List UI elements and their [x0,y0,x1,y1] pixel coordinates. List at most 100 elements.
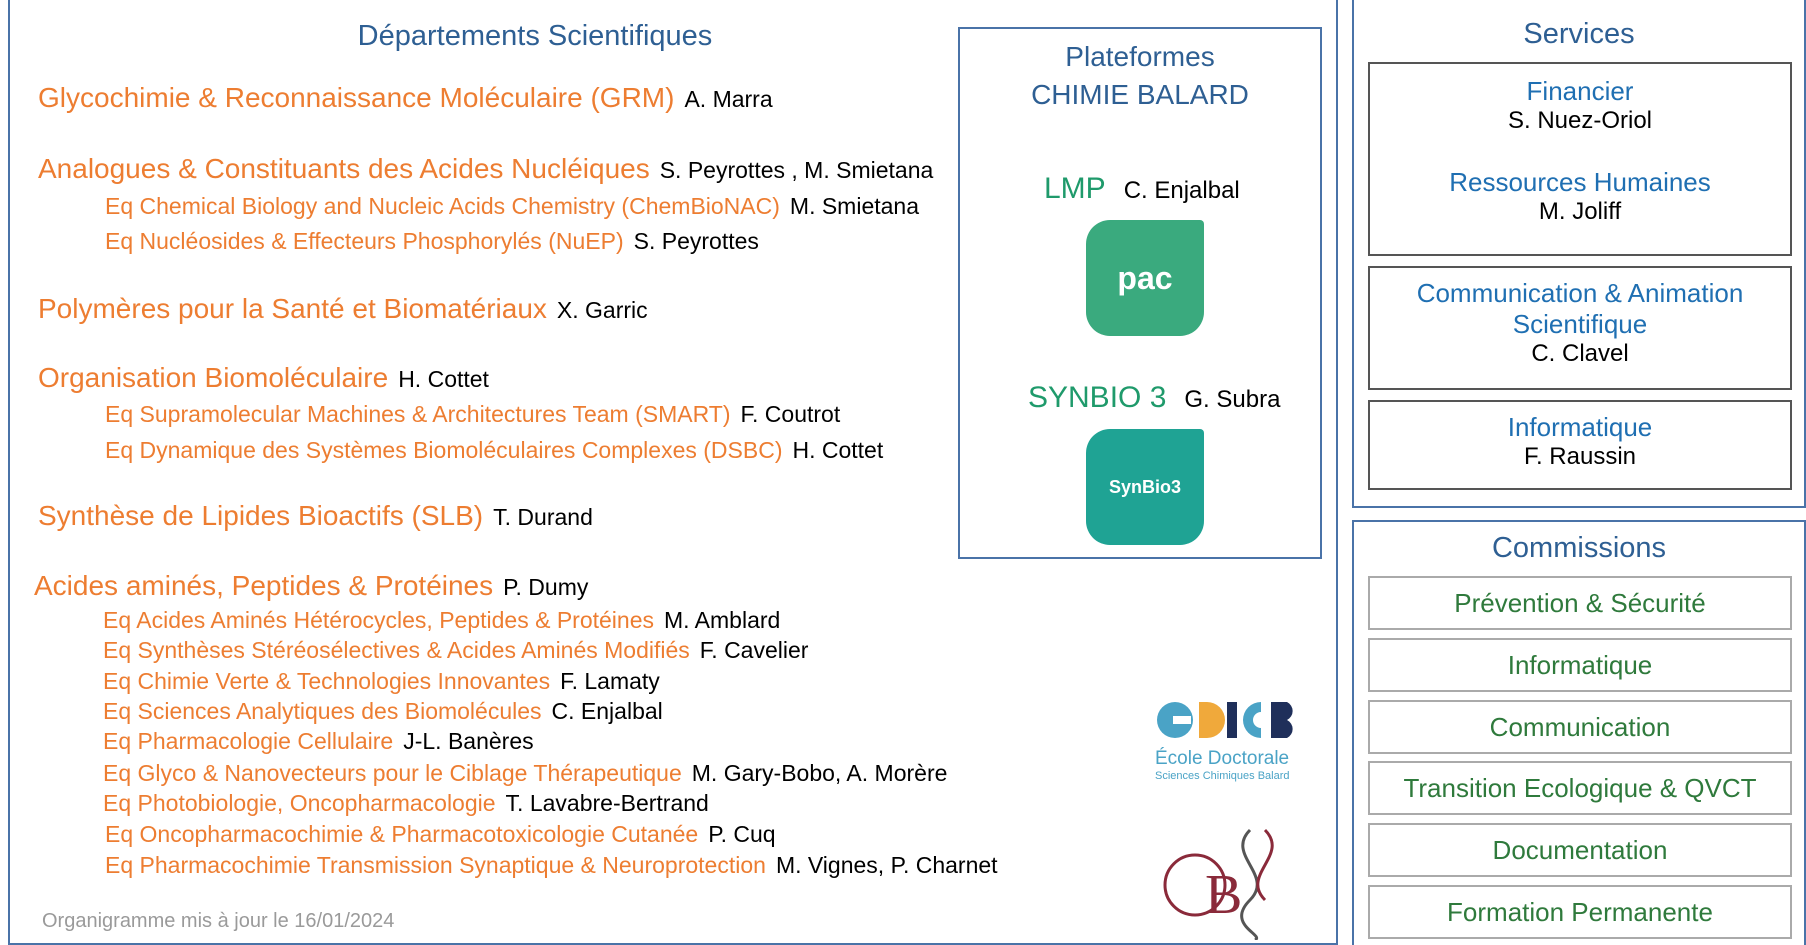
department-acides-nucleiques: Analogues & Constituants des Acides Nucl… [38,153,933,185]
department-head: P. Dumy [503,574,589,600]
team-syntheses-stereoselectives: Eq Synthèses Stéréosélectives & Acides A… [103,637,808,664]
team-pharmacochimie-synaptique: Eq Pharmacochimie Transmission Synaptiqu… [105,852,998,879]
ed-logo-shapes [1157,702,1293,738]
department-head: S. Peyrottes , M. Smietana [659,157,934,183]
team-name: Eq Supramolecular Machines & Architectur… [105,401,731,427]
commissions-title: Commissions [1491,532,1667,564]
team-head: M. Vignes, P. Charnet [775,852,998,878]
services-panel: Services Financier S. Nuez-Oriol Ressour… [1352,0,1806,508]
service-name: Ressources Humaines [1449,167,1711,197]
synbio3-logo-text: SynBio3 [1108,476,1182,497]
team-name: Eq Photobiologie, Oncopharmacologie [103,790,496,816]
team-nuep: Eq Nucléosides & Effecteurs Phosphorylés… [105,228,759,255]
team-name: Eq Chemical Biology and Nucleic Acids Ch… [105,193,780,219]
platform-name: LMP [1044,172,1106,205]
commissions-panel: Commissions Prévention & Sécurité Inform… [1352,520,1806,945]
department-name: Analogues & Constituants des Acides Nucl… [38,153,650,184]
department-name: Polymères pour la Santé et Biomatériaux [38,293,547,324]
team-head: P. Cuq [708,821,776,847]
team-head: F. Coutrot [740,401,841,427]
service-informatique: Informatique F. Raussin [1368,400,1792,490]
update-date-note: Organigramme mis à jour le 16/01/2024 [42,910,395,932]
pac-logo: pac [1086,220,1204,336]
department-slb: Synthèse de Lipides Bioactifs (SLB) T. Du… [38,500,593,532]
department-name: Acides aminés, Peptides & Protéines [34,570,494,601]
platforms-title: Plateformes [1065,41,1215,72]
department-polymeres: Polymères pour la Santé et Biomatériaux X… [38,293,648,325]
service-name-line2: Scientifique [1512,309,1648,339]
commission-formation-permanente: Formation Permanente [1368,885,1792,939]
service-head: M. Joliff [1538,198,1622,225]
team-head: M. Smietana [789,193,920,219]
team-name: Eq Glyco & Nanovecteurs pour le Ciblage … [103,760,682,786]
team-name: Eq Sciences Analytiques des Biomolécules [103,698,542,724]
department-head: H. Cottet [398,366,489,392]
team-name: Eq Chimie Verte & Technologies Innovante… [103,668,551,694]
team-sciences-analytiques: Eq Sciences Analytiques des Biomolécules… [103,698,663,725]
department-head: A. Marra [684,86,773,112]
ibmm-logo: B [1155,825,1285,942]
platforms-subtitle: CHIMIE BALARD [1031,79,1249,110]
team-head: M. Gary-Bobo, A. Morère [691,760,948,786]
synbio3-logo: SynBio3 [1086,429,1204,545]
pac-logo-text: pac [1117,259,1173,296]
team-dsbc: Eq Dynamique des Systèmes Biomoléculaire… [105,437,883,464]
team-head: T. Lavabre-Bertrand [505,790,709,816]
team-name: Eq Pharmacologie Cellulaire [103,728,394,754]
team-smart: Eq Supramolecular Machines & Architectur… [105,401,840,428]
service-head: S. Nuez-Oriol [1507,107,1653,134]
platforms-panel: Plateformes CHIMIE BALARD LMP C. Enjalbal… [958,27,1322,559]
commission-prevention-securite: Prévention & Sécurité [1368,576,1792,630]
team-head: J-L. Banères [403,728,534,754]
departments-heading: Départements Scientifiques [357,20,713,52]
team-name: Eq Pharmacochimie Transmission Synaptiqu… [105,852,766,878]
service-name: Communication & Animation [1416,278,1744,308]
team-chembionac: Eq Chemical Biology and Nucleic Acids Ch… [105,193,919,220]
service-head: C. Clavel [1531,340,1629,367]
team-head: H. Cottet [792,437,884,463]
team-head: M. Amblard [664,607,781,633]
team-name: Eq Acides Aminés Hétérocycles, Peptides … [103,607,655,633]
department-acides-amines: Acides aminés, Peptides & Protéines P. Du… [34,570,588,602]
department-name: Organisation Biomoléculaire [38,362,389,393]
services-title: Services [1523,18,1635,50]
team-name: Eq Dynamique des Systèmes Biomoléculaire… [105,437,783,463]
departments-panel: Départements Scientifiques Glycochimie &… [8,0,1338,945]
team-chimie-verte: Eq Chimie Verte & Technologies Innovante… [103,668,660,695]
department-name: Glycochimie & Reconnaissance Moléculaire… [38,82,675,113]
team-head: F. Lamaty [560,668,660,694]
team-head: C. Enjalbal [551,698,663,724]
team-name: Eq Oncopharmacochimie & Pharmacotoxicolo… [105,821,699,847]
team-name: Eq Synthèses Stéréosélectives & Acides A… [103,637,690,663]
team-glyco-nanovecteurs: Eq Glyco & Nanovecteurs pour le Ciblage … [103,760,947,787]
department-head: T. Durand [493,504,593,530]
service-communication: Communication & Animation Scientifique C… [1368,266,1792,390]
team-photobiologie: Eq Photobiologie, Oncopharmacologie T. La… [103,790,709,817]
ed-logo-subtitle: Sciences Chimiques Balard [1155,770,1290,782]
team-head: S. Peyrottes [633,228,759,254]
department-name: Synthèse de Lipides Bioactifs (SLB) [38,500,484,531]
commission-documentation: Documentation [1368,823,1792,877]
service-name: Informatique [1507,412,1653,442]
department-grm: Glycochimie & Reconnaissance Moléculaire… [38,82,773,114]
platform-synbio3: SYNBIO 3 G. Subra [1028,381,1280,415]
team-pharmacologie-cellulaire: Eq Pharmacologie Cellulaire J-L. Banères [103,728,534,755]
ecole-doctorale-logo: École Doctorale Sciences Chimiques Balar… [1155,698,1305,782]
platform-head: C. Enjalbal [1123,177,1240,204]
commission-informatique: Informatique [1368,638,1792,692]
department-organisation-biomoleculaire: Organisation Biomoléculaire H. Cottet [38,362,489,394]
service-group-finance-rh: Financier S. Nuez-Oriol Ressources Humai… [1368,62,1792,256]
ed-logo-title: École Doctorale [1155,748,1290,769]
department-head: X. Garric [556,297,648,323]
ibmm-logo-shapes: B [1163,828,1274,942]
platform-lmp: LMP C. Enjalbal [1044,172,1240,206]
ibmm-logo-letter: B [1205,864,1242,926]
service-name: Financier [1526,76,1634,106]
team-oncopharmacochimie: Eq Oncopharmacochimie & Pharmacotoxicolo… [105,821,776,848]
team-acides-amines-heterocycles: Eq Acides Aminés Hétérocycles, Peptides … [103,607,780,634]
commission-communication: Communication [1368,700,1792,754]
platform-head: G. Subra [1184,386,1281,413]
commission-transition-ecologique: Transition Ecologique & QVCT [1368,761,1792,815]
team-name: Eq Nucléosides & Effecteurs Phosphorylés… [105,228,624,254]
platform-name: SYNBIO 3 [1028,381,1167,414]
